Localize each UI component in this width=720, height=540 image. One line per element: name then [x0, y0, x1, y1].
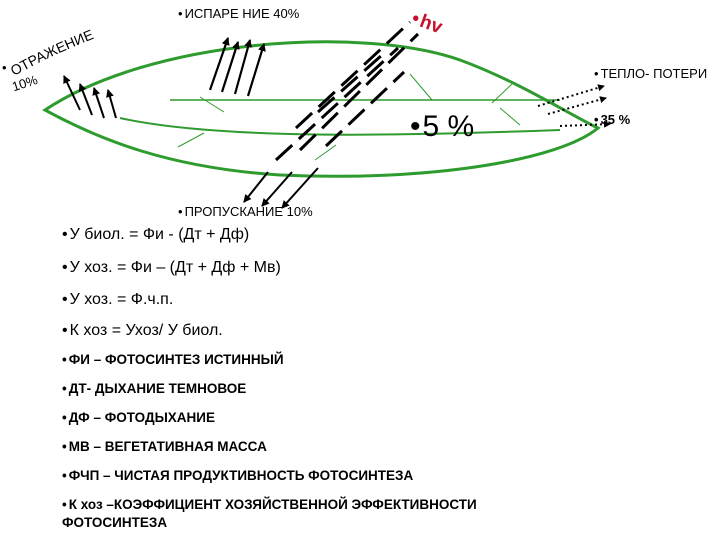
absorbed-percent-label: 5 %	[410, 110, 475, 144]
formula-u-hoz-fchp: У хоз. = Ф.ч.п.	[62, 291, 174, 309]
legend-df: ДФ – ФОТОДЫХАНИЕ	[62, 410, 215, 425]
legend-fi: ФИ – ФОТОСИНТЕЗ ИСТИННЫЙ	[62, 352, 284, 367]
leaf-inner-line	[119, 117, 561, 136]
heat-loss-label: ТЕПЛО- ПОТЕРИ	[594, 65, 714, 82]
evaporation-arrows	[208, 37, 266, 97]
legend-mv: МВ – ВЕГЕТАТИВНАЯ МАССА	[62, 439, 267, 454]
reflection-label: ОТРАЖЕНИЕ	[8, 26, 96, 78]
light-rays	[274, 20, 420, 162]
leaf-veins	[177, 73, 521, 161]
reflection-bullet: •	[2, 60, 7, 75]
transmission-arrows	[243, 167, 319, 209]
transmission-label: ПРОПУСКАНИЕ 10%	[178, 204, 313, 219]
formula-u-hoz: У хоз. = Фи – (Дт + Дф + Мв)	[62, 259, 281, 277]
evaporation-label: ИСПАРЕ НИЕ 40%	[178, 6, 300, 21]
legend-k-hoz: К хоз –КОЭФФИЦИЕНТ ХОЗЯЙСТВЕННОЙ ЭФФЕКТИ…	[62, 497, 477, 512]
formula-k-hoz: К хоз = Ухоз/ У биол.	[62, 322, 223, 340]
reflection-arrows	[63, 75, 117, 119]
reflection-label-curved: ОТРАЖЕНИЕ	[8, 26, 96, 78]
legend-dt: ДТ- ДЫХАНИЕ ТЕМНОВОЕ	[62, 381, 247, 396]
legend-fchp: ФЧП – ЧИСТАЯ ПРОДУКТИВНОСТЬ ФОТОСИНТЕЗА	[62, 468, 414, 483]
heat-loss-percent: 35 %	[594, 112, 631, 127]
formula-u-biol: У биол. = Фи - (Дт + Дф)	[62, 226, 250, 244]
legend-k-hoz-cont: ФОТОСИНТЕЗА	[62, 515, 168, 530]
leaf-outline	[42, 40, 601, 178]
svg-text:ОТРАЖЕНИЕ: ОТРАЖЕНИЕ	[8, 26, 96, 78]
